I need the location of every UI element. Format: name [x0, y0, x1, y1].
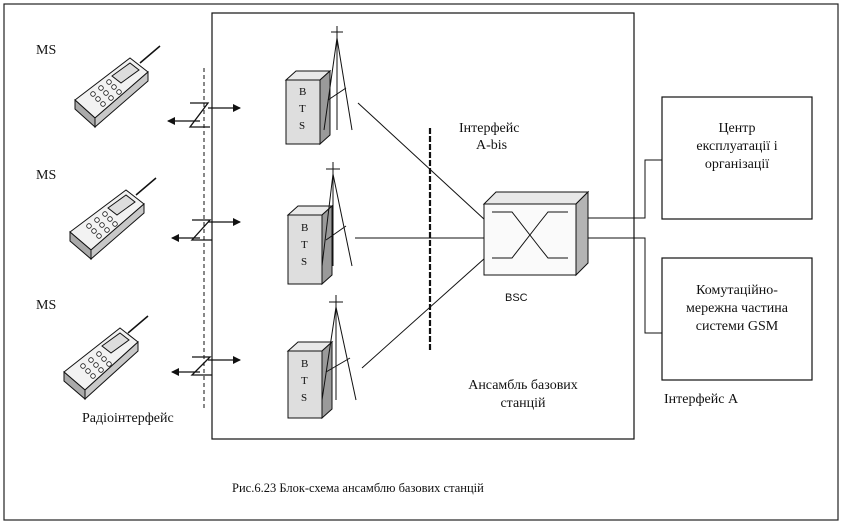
- bss-frame: [211, 12, 635, 440]
- bts-letter: B: [301, 358, 309, 370]
- figure-caption: Рис.6.23 Блок-схема ансамблю базових ста…: [232, 481, 484, 495]
- radio-link: [171, 218, 241, 242]
- outer-border: [3, 3, 839, 521]
- ms-phone-icon: [74, 45, 161, 129]
- abis-links: [355, 102, 486, 369]
- bts-letter: T: [301, 375, 308, 387]
- interface-a-label: Інтерфейс А: [664, 392, 739, 407]
- bts-letter: T: [299, 103, 306, 115]
- switching-label: системи GSM: [695, 319, 779, 334]
- bts-letter: T: [301, 239, 308, 251]
- switching-label: Комутаційно-: [696, 283, 778, 298]
- bts-letter: S: [301, 256, 308, 268]
- bts-letter: S: [301, 392, 308, 404]
- antenna-tower-icon: [321, 295, 357, 401]
- antenna-tower-icon: [323, 26, 353, 131]
- bts-box: [286, 340, 334, 420]
- switching-label: мережна частина: [686, 301, 788, 316]
- ops-center-label: експлуатації і: [696, 139, 778, 154]
- ops-center-label: Центр: [718, 121, 756, 136]
- bts-box: [284, 69, 332, 146]
- bsc-box: [482, 190, 590, 277]
- abis-interface-label: A-bis: [476, 138, 508, 153]
- interface-a-links: [588, 159, 662, 334]
- bts-letter: S: [299, 120, 306, 132]
- switching-box: [661, 257, 813, 381]
- antenna-tower-icon: [321, 162, 353, 267]
- ms-label: MS: [36, 168, 57, 183]
- ms-phone-icon: [63, 315, 149, 401]
- ops-center-label: організації: [704, 157, 770, 172]
- bss-label: Ансамбль базових: [468, 378, 578, 393]
- bsc-label: BSC: [505, 292, 528, 304]
- ms-label: MS: [36, 43, 57, 58]
- radio-link: [167, 102, 241, 128]
- bss-label: станцій: [500, 396, 546, 411]
- ms-label: MS: [36, 298, 57, 313]
- radio-link: [171, 356, 241, 376]
- abis-interface-label: Інтерфейс: [459, 121, 520, 136]
- ms-phone-icon: [69, 177, 157, 261]
- bts-box: [286, 204, 334, 286]
- ops-center-box: [661, 96, 813, 220]
- bts-letter: B: [301, 222, 309, 234]
- radio-interface-label: Радіоінтерфейс: [82, 411, 174, 426]
- bts-letter: B: [299, 86, 307, 98]
